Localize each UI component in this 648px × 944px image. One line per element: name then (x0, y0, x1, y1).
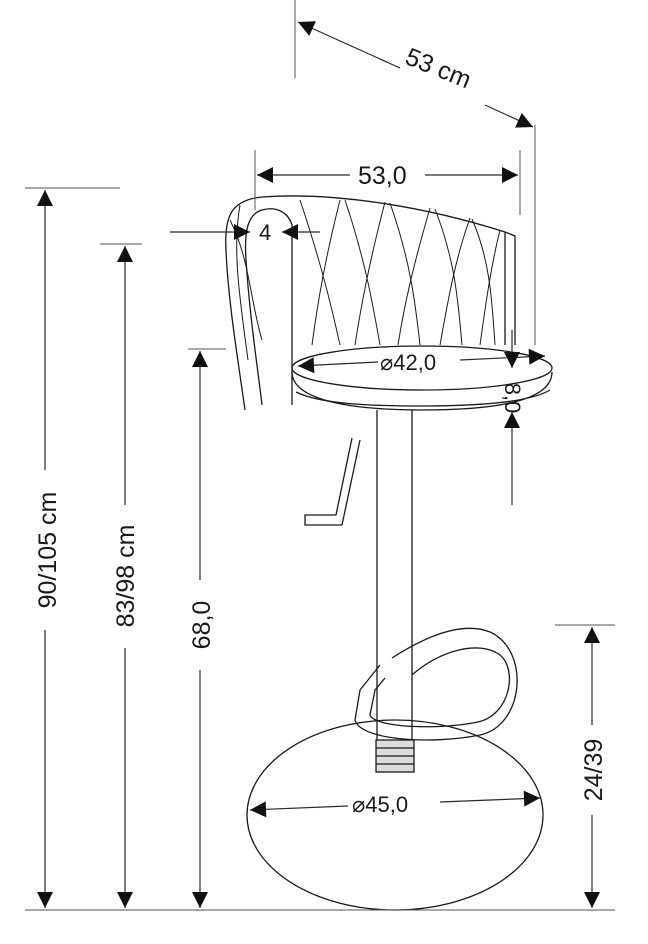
footrest (354, 627, 518, 741)
width-label: 53,0 (358, 162, 407, 190)
back-thickness-label: 4 (259, 220, 271, 245)
base-diameter-label: ⌀45,0 (352, 792, 408, 817)
total-height-label: 90/105 cm (34, 492, 62, 609)
seat-height-label: 68,0 (188, 601, 216, 650)
stool-drawing (225, 195, 553, 911)
seat-diameter-label: ⌀42,0 (380, 350, 436, 375)
dimension-lines (25, 0, 615, 911)
seat (291, 345, 553, 391)
height-lever (304, 437, 361, 526)
depth-label: 53 cm (401, 43, 475, 94)
gas-pole (376, 410, 413, 745)
backrest-weave (229, 199, 501, 361)
footrest-height-label: 24/39 (580, 739, 608, 802)
backrest (225, 195, 516, 411)
seat-thickness-label: 8,0 (500, 383, 525, 414)
armrest-height-label: 83/98 cm (112, 525, 140, 628)
